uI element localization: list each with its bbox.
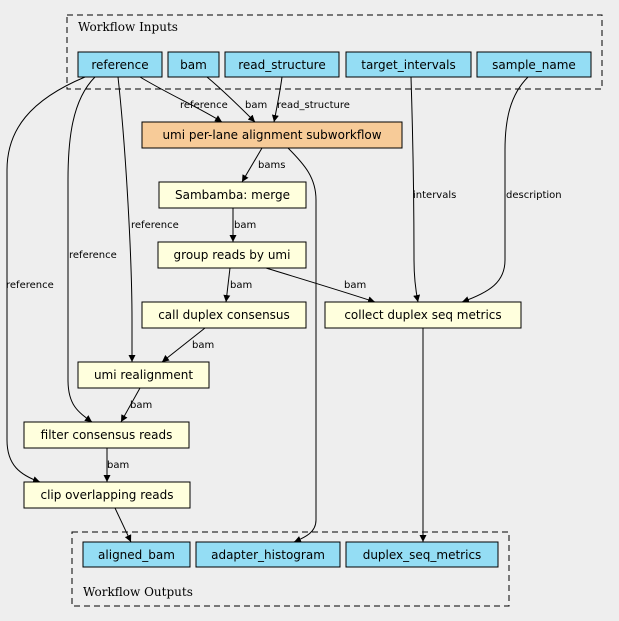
node-call-duplex-label: call duplex consensus	[158, 308, 290, 322]
edge-label-bam-collect-metrics: bam	[344, 280, 366, 291]
output-nodes: aligned_bam adapter_histogram duplex_seq…	[82, 541, 499, 568]
edge-reference-to-filter	[67, 76, 96, 423]
input-node-sample-name[interactable]: sample_name	[476, 51, 592, 78]
edge-label-reference-subworkflow: reference	[180, 100, 228, 111]
edges	[6, 76, 529, 543]
output-node-aligned-bam-label: aligned_bam	[98, 548, 175, 562]
node-filter-reads-label: filter consensus reads	[41, 428, 173, 442]
input-node-sample-name-label: sample_name	[492, 58, 576, 72]
edge-reference-to-clip	[6, 76, 86, 483]
node-umi-realignment[interactable]: umi realignment	[77, 361, 210, 389]
edge-labels: reference bam read_structure bams bam re…	[6, 100, 562, 471]
edge-label-bam-clip: bam	[107, 460, 129, 471]
input-node-target-intervals-label: target_intervals	[361, 58, 456, 72]
input-node-bam-label: bam	[180, 58, 207, 72]
edge-label-bam-realignment: bam	[192, 340, 214, 351]
workflow-inputs-label: Workflow Inputs	[78, 20, 178, 34]
edge-sample-name-to-collect-metrics	[461, 76, 529, 303]
edge-reference-to-subworkflow	[139, 76, 223, 123]
node-umi-subworkflow-label: umi per-lane alignment subworkflow	[162, 128, 381, 142]
node-umi-realignment-label: umi realignment	[94, 368, 193, 382]
input-node-read-structure-label: read_structure	[238, 58, 325, 72]
node-filter-reads[interactable]: filter consensus reads	[23, 421, 190, 449]
node-clip-reads-label: clip overlapping reads	[40, 488, 173, 502]
node-collect-metrics[interactable]: collect duplex seq metrics	[324, 301, 522, 329]
edge-realignment-to-filter	[120, 387, 141, 423]
workflow-outputs-label: Workflow Outputs	[83, 585, 193, 599]
edge-label-reference-filter: reference	[69, 250, 117, 261]
node-clip-reads[interactable]: clip overlapping reads	[23, 481, 191, 509]
edge-bam-to-subworkflow	[206, 76, 256, 123]
node-collect-metrics-label: collect duplex seq metrics	[344, 308, 501, 322]
edge-group-to-collect-metrics	[265, 267, 376, 304]
output-node-duplex-seq-metrics[interactable]: duplex_seq_metrics	[345, 541, 499, 568]
edge-label-bams-merge: bams	[258, 160, 285, 171]
edge-label-read-structure-subworkflow: read_structure	[277, 100, 350, 111]
edge-clip-to-aligned-bam	[114, 507, 132, 543]
edge-label-reference-clip: reference	[6, 280, 54, 291]
workflow-inputs-cluster: Workflow Inputs	[66, 14, 603, 90]
task-nodes: umi per-lane alignment subworkflow Samba…	[23, 121, 522, 509]
edge-reference-to-realignment	[117, 76, 136, 362]
input-node-read-structure[interactable]: read_structure	[224, 51, 340, 78]
edge-label-reference-realignment: reference	[131, 220, 179, 231]
edge-label-intervals: intervals	[413, 190, 456, 201]
node-umi-subworkflow[interactable]: umi per-lane alignment subworkflow	[141, 121, 403, 149]
node-group-reads-label: group reads by umi	[174, 248, 291, 262]
edge-label-bam-subworkflow: bam	[245, 100, 267, 111]
edge-subworkflow-to-adapter-histogram	[287, 147, 317, 543]
node-call-duplex[interactable]: call duplex consensus	[141, 301, 307, 329]
input-node-reference[interactable]: reference	[77, 51, 163, 78]
node-sambamba-merge[interactable]: Sambamba: merge	[158, 181, 307, 209]
edge-label-bam-filter: bam	[130, 400, 152, 411]
node-sambamba-merge-label: Sambamba: merge	[175, 188, 290, 202]
input-node-target-intervals[interactable]: target_intervals	[345, 51, 472, 78]
output-node-adapter-histogram[interactable]: adapter_histogram	[195, 541, 341, 568]
edge-label-description: description	[506, 190, 562, 201]
output-node-adapter-histogram-label: adapter_histogram	[211, 548, 325, 562]
input-node-bam[interactable]: bam	[167, 51, 220, 78]
input-node-reference-label: reference	[91, 58, 148, 72]
edge-call-duplex-to-realignment	[161, 327, 206, 363]
edge-intervals-to-collect-metrics	[410, 76, 421, 303]
edge-label-bam-group: bam	[234, 220, 256, 231]
edge-subworkflow-to-merge	[241, 147, 263, 183]
edge-read-structure-to-subworkflow	[271, 76, 283, 123]
edge-label-bam-call-duplex: bam	[230, 280, 252, 291]
workflow-outputs-cluster: Workflow Outputs	[71, 531, 510, 607]
output-node-duplex-seq-metrics-label: duplex_seq_metrics	[363, 548, 482, 562]
node-group-reads[interactable]: group reads by umi	[157, 241, 307, 269]
output-node-aligned-bam[interactable]: aligned_bam	[82, 541, 191, 568]
edge-group-to-call-duplex	[223, 267, 231, 303]
input-nodes: reference bam read_structure target_inte…	[77, 51, 592, 78]
